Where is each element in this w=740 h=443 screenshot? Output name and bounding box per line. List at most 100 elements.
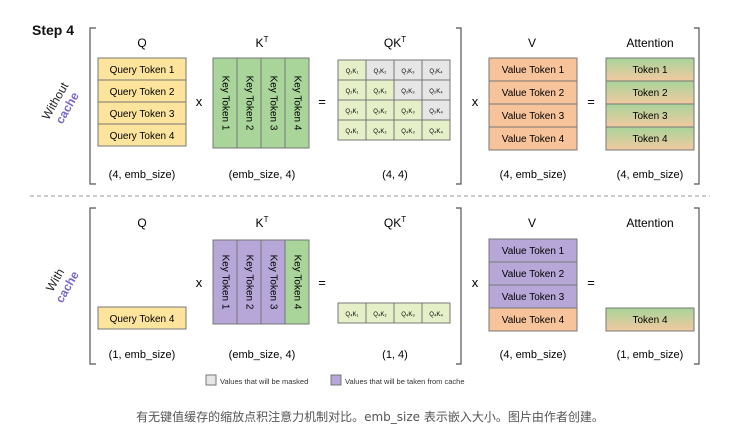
without-cache-label: Without cache	[39, 79, 82, 126]
legend: Values that will be masked Values that w…	[205, 374, 465, 386]
without-attention-title: Attention	[626, 36, 673, 50]
equals-operator: =	[318, 94, 326, 109]
query-cell	[97, 306, 187, 330]
with-k-dim: (emb_size, 4)	[229, 349, 296, 361]
with-q-matrix: Query Token 4	[97, 306, 187, 330]
query-cell	[97, 123, 187, 147]
with-attention-title: Attention	[626, 216, 673, 230]
with-qk-matrix: Q₄K₁ Q₄K₂ Q₄K₃ Q₄K₄	[337, 302, 451, 324]
key-token-label: Key Token 1	[220, 76, 231, 131]
qk-cell-label: Q₃K₁	[345, 109, 358, 115]
without-q-title: Q	[137, 36, 146, 50]
value-token-label: Value Token 1	[502, 246, 565, 257]
attention-token-label: Token 3	[632, 111, 667, 122]
times-operator: x	[472, 275, 479, 290]
value-token-label: Value Token 4	[502, 315, 565, 326]
without-cache-section: Without cache Q KT QK T V Attention Query…	[39, 27, 700, 185]
figure-caption: 有无键值缓存的缩放点积注意力机制对比。emb_size 表示嵌入大小。图片由作者…	[136, 410, 604, 424]
qk-cell-label: Q₄K₂	[373, 312, 387, 318]
without-k-dim: (emb_size, 4)	[229, 169, 296, 181]
key-token-label: Key Token 3	[268, 255, 279, 310]
legend-masked-label: Values that will be masked	[220, 377, 308, 386]
qk-cell-label: Q₂K₁	[345, 89, 358, 95]
qk-cell-label: Q₃K₃	[401, 109, 415, 115]
with-cache-section: With cache Q KT QKT V Attention Query To…	[43, 207, 700, 365]
attention-token-label: Token 1	[632, 65, 667, 76]
value-token-label: Value Token 3	[502, 111, 565, 122]
equals-operator: =	[318, 275, 326, 290]
with-v-dim: (4, emb_size)	[500, 349, 567, 361]
without-k-title-sup: T	[264, 35, 269, 44]
attention-cell	[605, 307, 695, 332]
key-token-label: Key Token 3	[268, 76, 279, 131]
qk-cell-label: Q₄K₁	[345, 312, 358, 318]
qk-cell-label: Q₁K₂	[373, 69, 387, 75]
without-v-title: V	[528, 36, 536, 50]
qk-cell-label: Q₂K₄	[429, 89, 443, 95]
with-qk-title-sup: T	[401, 215, 406, 224]
qk-cell-label: Q₄K₄	[429, 129, 443, 135]
query-token-label: Query Token 4	[110, 314, 175, 325]
equals-operator: =	[587, 275, 595, 290]
without-left-bracket	[89, 27, 96, 185]
kv-cache-diagram: Step 4 Without cache Q KT QKT V Attentio…	[30, 22, 710, 386]
qk-cell-label: Q₁K₄	[429, 69, 443, 75]
with-q-title: Q	[137, 216, 146, 230]
with-left-bracket	[89, 207, 96, 365]
with-k-title: KT	[256, 215, 269, 230]
with-k-matrix: Key Token 1 Key Token 2 Key Token 3 Key …	[212, 239, 310, 325]
legend-cached-label: Values that will be taken from cache	[345, 377, 465, 386]
attention-cell	[605, 126, 695, 151]
with-v-matrix: Value Token 1 Value Token 2 Value Token …	[488, 238, 578, 332]
with-q-dim: (1, emb_size)	[109, 349, 176, 361]
with-right-bracket	[694, 207, 700, 365]
qk-cell-label: Q₁K₃	[401, 69, 415, 75]
qk-cell-label: Q₃K₂	[373, 109, 387, 115]
attention-token-label: Token 4	[632, 134, 667, 145]
step-title: Step 4	[32, 22, 74, 38]
without-attention-dim: (4, emb_size)	[617, 169, 684, 181]
qk-cell-label: Q₄K₁	[345, 129, 358, 135]
without-k-title-main: K	[256, 36, 264, 50]
without-k-title: KT	[256, 35, 269, 50]
times-operator: x	[472, 94, 479, 109]
without-attention-matrix: Token 1 Token 2 Token 3 Token 4	[605, 57, 695, 151]
qk-cell-label: Q₂K₃	[401, 89, 415, 95]
with-v-title: V	[528, 216, 536, 230]
key-token-label: Key Token 4	[292, 76, 303, 131]
times-operator: x	[196, 94, 203, 109]
with-k-title-sup: T	[264, 215, 269, 224]
query-token-label: Query Token 1	[110, 65, 175, 76]
without-mid-bracket	[456, 27, 462, 185]
qk-cell-label: Q₁K₁	[346, 69, 359, 75]
qk-cell-label: Q₃K₄	[429, 109, 443, 115]
with-attention-matrix: Token 4	[605, 307, 695, 332]
value-token-label: Value Token 4	[502, 134, 565, 145]
query-token-label: Query Token 3	[110, 109, 175, 120]
key-token-label: Key Token 4	[292, 255, 303, 310]
attention-token-label: Token 4	[632, 315, 667, 326]
key-token-label: Key Token 1	[220, 255, 231, 310]
key-cell-cached	[212, 239, 238, 325]
without-qk-title-main: QK	[384, 36, 401, 50]
without-v-matrix: Value Token 1 Value Token 2 Value Token …	[488, 57, 578, 151]
without-qk-matrix: Q₁K₁ Q₁K₂ Q₁K₃ Q₁K₄ Q₂K₁ Q₂K₂ Q₂K₃ Q₂K₄ …	[337, 59, 451, 141]
without-qk-dim: (4, 4)	[382, 169, 408, 181]
qk-cell	[421, 302, 451, 324]
qk-cell-label: Q₄K₄	[429, 312, 443, 318]
with-mid-bracket	[456, 207, 462, 365]
query-token-label: Query Token 4	[110, 131, 175, 142]
with-qk-title: QKT	[384, 215, 406, 230]
attention-token-label: Token 2	[632, 88, 667, 99]
value-token-label: Value Token 1	[502, 65, 565, 76]
value-cell	[488, 126, 578, 151]
value-cell	[488, 307, 578, 332]
with-qk-title-main: QK	[384, 216, 401, 230]
with-qk-dim: (1, 4)	[382, 349, 408, 361]
legend-cached-swatch	[330, 374, 342, 386]
equals-operator: =	[587, 94, 595, 109]
without-right-bracket	[694, 27, 700, 185]
value-token-label: Value Token 2	[502, 88, 565, 99]
key-cell	[284, 239, 310, 325]
